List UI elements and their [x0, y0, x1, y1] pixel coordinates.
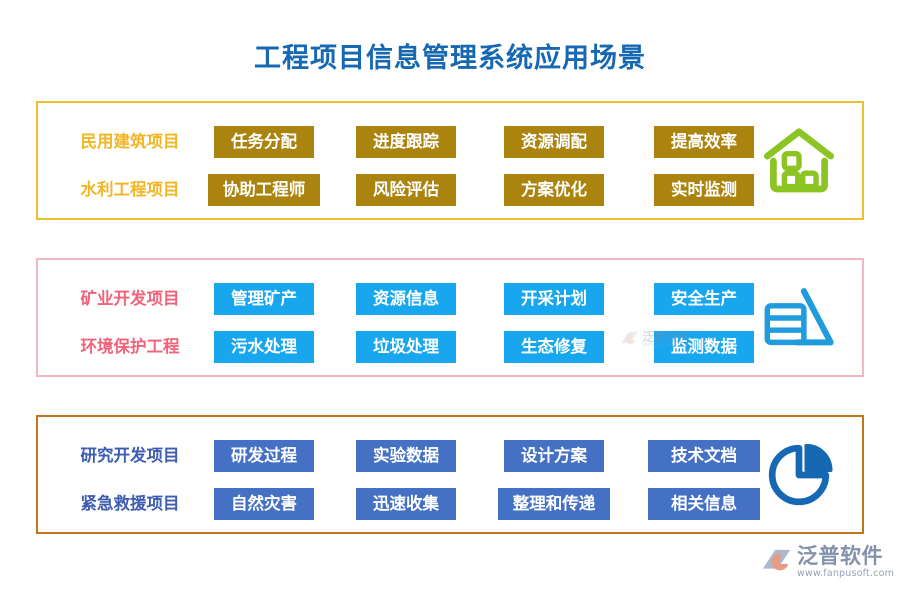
tag-box[interactable]: 垃圾处理 — [356, 331, 456, 363]
tag-box[interactable]: 任务分配 — [214, 126, 314, 158]
tag-box[interactable]: 安全生产 — [654, 283, 754, 315]
table-row: 矿业开发项目 管理矿产 资源信息 开采计划 安全生产 — [38, 282, 862, 316]
tag-box[interactable]: 相关信息 — [648, 488, 760, 520]
tag-box[interactable]: 协助工程师 — [208, 174, 320, 206]
tag-box[interactable]: 技术文档 — [648, 440, 760, 472]
tag-box[interactable]: 资源调配 — [504, 126, 604, 158]
brand-text: 泛普软件 www.fanpusoft.com — [797, 546, 894, 579]
brand-logo: 泛普软件 www.fanpusoft.com — [762, 546, 894, 579]
table-row: 研究开发项目 研发过程 实验数据 设计方案 技术文档 — [38, 439, 862, 473]
page-title: 工程项目信息管理系统应用场景 — [254, 43, 646, 74]
tag-box[interactable]: 提高效率 — [654, 126, 754, 158]
house-blocks-icon — [760, 122, 838, 200]
pie-chart-icon — [760, 436, 838, 514]
tag-box[interactable]: 资源信息 — [356, 283, 456, 315]
tag-box[interactable]: 开采计划 — [504, 283, 604, 315]
section-rows: 研究开发项目 研发过程 实验数据 设计方案 技术文档 紧急救援项目 自然灾害 迅… — [38, 417, 862, 532]
section-research-rescue: 研究开发项目 研发过程 实验数据 设计方案 技术文档 紧急救援项目 自然灾害 迅… — [36, 415, 864, 534]
category-label: 研究开发项目 — [80, 446, 180, 465]
tag-box[interactable]: 自然灾害 — [214, 488, 314, 520]
category-label: 紧急救援项目 — [80, 494, 180, 513]
tag-box[interactable]: 研发过程 — [214, 440, 314, 472]
section-construction: 民用建筑项目 任务分配 进度跟踪 资源调配 提高效率 水利工程项目 协助工程师 … — [36, 101, 864, 220]
brand-url: www.fanpusoft.com — [797, 568, 895, 579]
brand-logo-icon — [762, 550, 791, 571]
brand-name: 泛普软件 — [797, 544, 883, 568]
section-rows: 矿业开发项目 管理矿产 资源信息 开采计划 安全生产 环境保护工程 污水处理 垃… — [38, 260, 862, 375]
tag-box[interactable]: 实验数据 — [356, 440, 456, 472]
tag-box[interactable]: 生态修复 — [504, 331, 604, 363]
category-label: 矿业开发项目 — [80, 289, 180, 308]
table-row: 环境保护工程 污水处理 垃圾处理 生态修复 监测数据 — [38, 330, 862, 364]
category-label: 水利工程项目 — [80, 180, 180, 199]
tag-box[interactable]: 迅速收集 — [356, 488, 456, 520]
table-row: 紧急救援项目 自然灾害 迅速收集 整理和传递 相关信息 — [38, 487, 862, 521]
tag-box[interactable]: 整理和传递 — [498, 488, 610, 520]
tag-box[interactable]: 污水处理 — [214, 331, 314, 363]
category-label: 民用建筑项目 — [80, 132, 180, 151]
tag-box[interactable]: 实时监测 — [654, 174, 754, 206]
table-row: 民用建筑项目 任务分配 进度跟踪 资源调配 提高效率 — [38, 125, 862, 159]
section-mining-environment: 矿业开发项目 管理矿产 资源信息 开采计划 安全生产 环境保护工程 污水处理 垃… — [36, 258, 864, 377]
mountain-layers-icon — [760, 279, 838, 357]
tag-box[interactable]: 风险评估 — [356, 174, 456, 206]
tag-box[interactable]: 监测数据 — [654, 331, 754, 363]
tag-box[interactable]: 方案优化 — [504, 174, 604, 206]
tag-box[interactable]: 设计方案 — [504, 440, 604, 472]
category-label: 环境保护工程 — [80, 337, 180, 356]
table-row: 水利工程项目 协助工程师 风险评估 方案优化 实时监测 — [38, 173, 862, 207]
tag-box[interactable]: 进度跟踪 — [356, 126, 456, 158]
tag-box[interactable]: 管理矿产 — [214, 283, 314, 315]
section-rows: 民用建筑项目 任务分配 进度跟踪 资源调配 提高效率 水利工程项目 协助工程师 … — [38, 103, 862, 218]
